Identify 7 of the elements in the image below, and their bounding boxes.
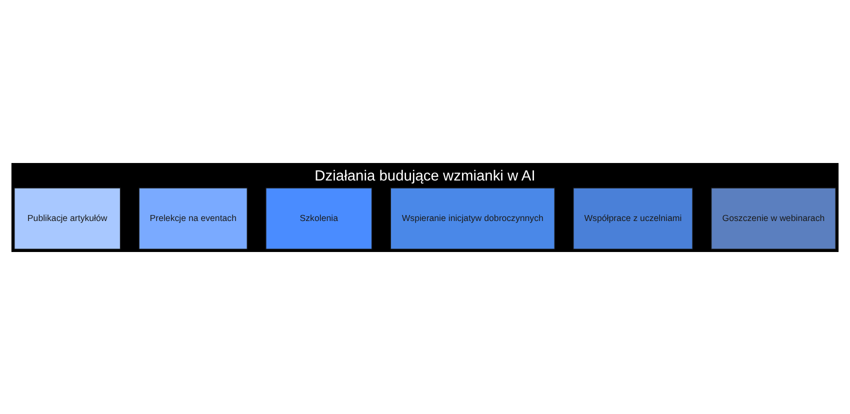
- node-box: Prelekcje na eventach: [138, 187, 248, 249]
- node-box: Publikacje artykułów: [14, 187, 121, 249]
- node-box: Współprace z uczelniami: [573, 187, 693, 249]
- node-box: Goszczenie w webinarach: [710, 187, 836, 249]
- diagram-title: Działania budujące wzmianki w AI: [314, 168, 536, 184]
- node-box: Szkolenia: [266, 187, 372, 249]
- node-box: Wspieranie inicjatyw dobroczynnych: [390, 187, 555, 249]
